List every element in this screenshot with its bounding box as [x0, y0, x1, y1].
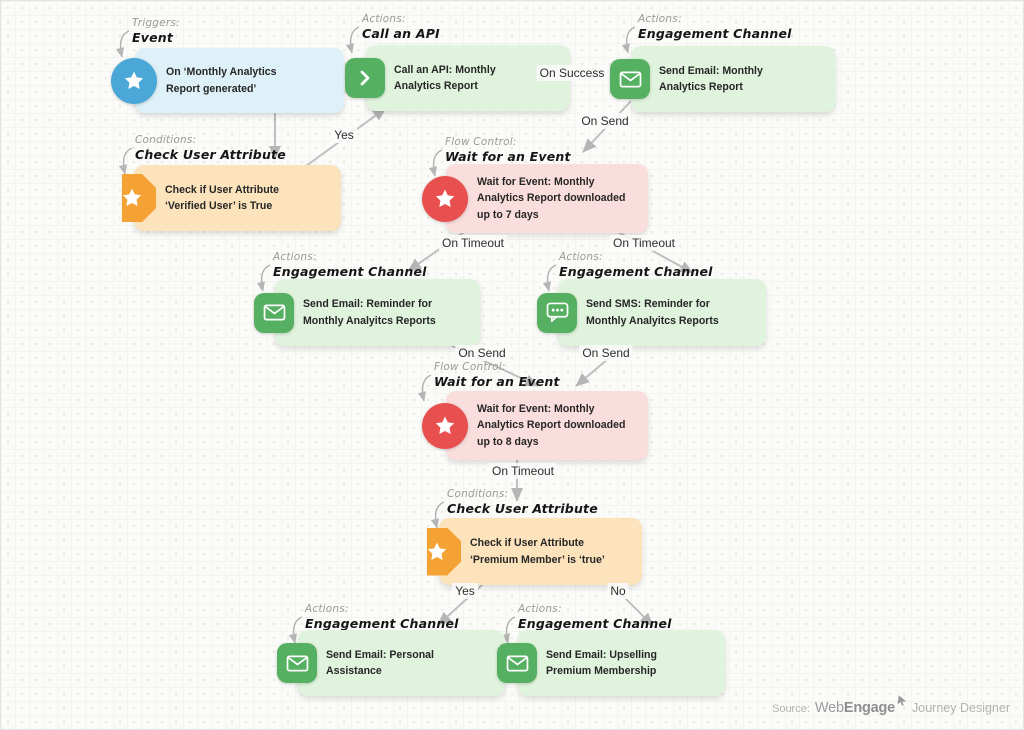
annotation-type: Engagement Channel — [273, 264, 427, 279]
annotation-call-api: Actions: Call an API — [362, 13, 440, 41]
annotation-category: Triggers: — [132, 17, 180, 29]
node-label: Send Email: Monthly Analytics Report — [659, 64, 763, 94]
star-icon — [422, 402, 468, 449]
annotation-category: Actions: — [362, 13, 406, 25]
chevron-right-icon — [345, 58, 385, 98]
node-wait-event-7-days[interactable]: Wait for Event: Monthly Analytics Report… — [422, 164, 648, 233]
chat-dots-icon — [537, 292, 577, 333]
node-check-premium-member[interactable]: Check if User Attribute ‘Premium Member’… — [426, 518, 642, 585]
annotation-trigger-event: Triggers: Event — [132, 17, 180, 45]
edge-label-yes: Yes — [331, 127, 357, 143]
annotation-category: Conditions: — [447, 488, 509, 500]
node-send-email-personal[interactable]: Send Email: Personal Assistance — [277, 630, 505, 696]
annotation-curl-icon — [501, 616, 516, 644]
annotation-check-verified: Conditions: Check User Attribute — [135, 134, 286, 162]
node-label: Send SMS: Reminder for Monthly Analyitcs… — [586, 298, 719, 327]
source-suffix: Journey Designer — [912, 701, 1010, 715]
annotation-curl-icon — [115, 30, 130, 58]
envelope-icon — [277, 643, 317, 683]
edge-label-no: No — [607, 583, 629, 599]
annotation-type: Engagement Channel — [305, 616, 459, 631]
envelope-icon — [497, 643, 537, 683]
envelope-icon — [610, 59, 650, 99]
node-label: Check if User Attribute ‘Premium Member’… — [470, 537, 605, 566]
star-icon — [426, 527, 461, 576]
source-credit: Source: WebEngage Journey Designer — [771, 695, 1010, 717]
edge-label-yes: Yes — [452, 583, 478, 599]
edge-label-on-timeout: On Timeout — [438, 235, 508, 251]
annotation-engagement-email-upsell: Actions: Engagement Channel — [518, 603, 672, 631]
annotation-wait-7: Flow Control: Wait for an Event — [445, 136, 571, 164]
annotation-type: Wait for an Event — [434, 374, 560, 389]
annotation-curl-icon — [345, 26, 360, 54]
node-send-email-upsell[interactable]: Send Email: Upselling Premium Membership — [497, 630, 725, 696]
webengage-logo: WebEngage — [814, 700, 896, 716]
star-icon — [422, 175, 468, 222]
node-label: Send Email: Personal Assistance — [326, 648, 434, 678]
annotation-category: Conditions: — [135, 134, 197, 146]
edge-label-on-success: On Success — [536, 65, 608, 81]
node-call-api[interactable]: Call an API: Monthly Analytics Report — [345, 45, 570, 111]
edge-label-on-send: On Send — [578, 113, 632, 129]
annotation-type: Call an API — [362, 26, 440, 41]
annotation-engagement-email-reminder: Actions: Engagement Channel — [273, 251, 427, 279]
annotation-engagement-sms-reminder: Actions: Engagement Channel — [559, 251, 713, 279]
annotation-category: Actions: — [638, 13, 682, 25]
annotation-type: Engagement Channel — [518, 616, 672, 631]
node-label: Wait for Event: Monthly Analytics Report… — [477, 402, 626, 448]
node-label: Send Email: Upselling Premium Membership — [546, 648, 657, 678]
node-check-verified-user[interactable]: Check if User Attribute ‘Verified User’ … — [121, 165, 341, 231]
annotation-curl-icon — [542, 264, 557, 292]
annotation-category: Flow Control: — [445, 136, 517, 148]
annotation-type: Wait for an Event — [445, 149, 571, 164]
node-label: On ‘Monthly Analytics Report generated’ — [166, 66, 277, 95]
node-send-email-reminder[interactable]: Send Email: Reminder for Monthly Analyit… — [254, 279, 480, 346]
annotation-curl-icon — [428, 149, 443, 177]
annotation-type: Engagement Channel — [559, 264, 713, 279]
cursor-icon — [896, 692, 909, 711]
edge-label-on-send: On Send — [579, 345, 633, 361]
annotation-curl-icon — [118, 147, 133, 175]
node-wait-event-8-days[interactable]: Wait for Event: Monthly Analytics Report… — [422, 391, 648, 460]
annotation-engagement-email-report: Actions: Engagement Channel — [638, 13, 792, 41]
edge-label-on-timeout: On Timeout — [488, 463, 558, 479]
node-label: Wait for Event: Monthly Analytics Report… — [477, 175, 626, 221]
annotation-type: Check User Attribute — [135, 147, 286, 162]
annotation-type: Engagement Channel — [638, 26, 792, 41]
edge-label-on-send: On Send — [455, 345, 509, 361]
annotation-category: Actions: — [559, 251, 603, 263]
annotation-type: Check User Attribute — [447, 501, 598, 516]
star-icon — [121, 174, 156, 222]
annotation-category: Actions: — [273, 251, 317, 263]
node-label: Check if User Attribute ‘Verified User’ … — [165, 183, 280, 213]
annotation-wait-8: Flow Control: Wait for an Event — [434, 361, 560, 389]
star-icon — [111, 57, 157, 104]
annotation-engagement-email-personal: Actions: Engagement Channel — [305, 603, 459, 631]
annotation-curl-icon — [417, 374, 432, 402]
annotation-curl-icon — [256, 264, 271, 292]
annotation-type: Event — [132, 30, 174, 45]
source-label: Source: — [771, 703, 810, 715]
envelope-icon — [254, 292, 294, 333]
annotation-category: Actions: — [305, 603, 349, 615]
annotation-category: Actions: — [518, 603, 562, 615]
node-send-sms-reminder[interactable]: Send SMS: Reminder for Monthly Analyitcs… — [537, 279, 766, 346]
annotation-check-premium: Conditions: Check User Attribute — [447, 488, 598, 516]
node-trigger-event[interactable]: On ‘Monthly Analytics Report generated’ — [111, 48, 344, 113]
node-label: Call an API: Monthly Analytics Report — [394, 63, 496, 93]
node-send-email-report[interactable]: Send Email: Monthly Analytics Report — [610, 46, 835, 112]
node-label: Send Email: Reminder for Monthly Analyit… — [303, 298, 436, 327]
edge-label-on-timeout: On Timeout — [609, 235, 679, 251]
annotation-category: Flow Control: — [434, 361, 506, 373]
